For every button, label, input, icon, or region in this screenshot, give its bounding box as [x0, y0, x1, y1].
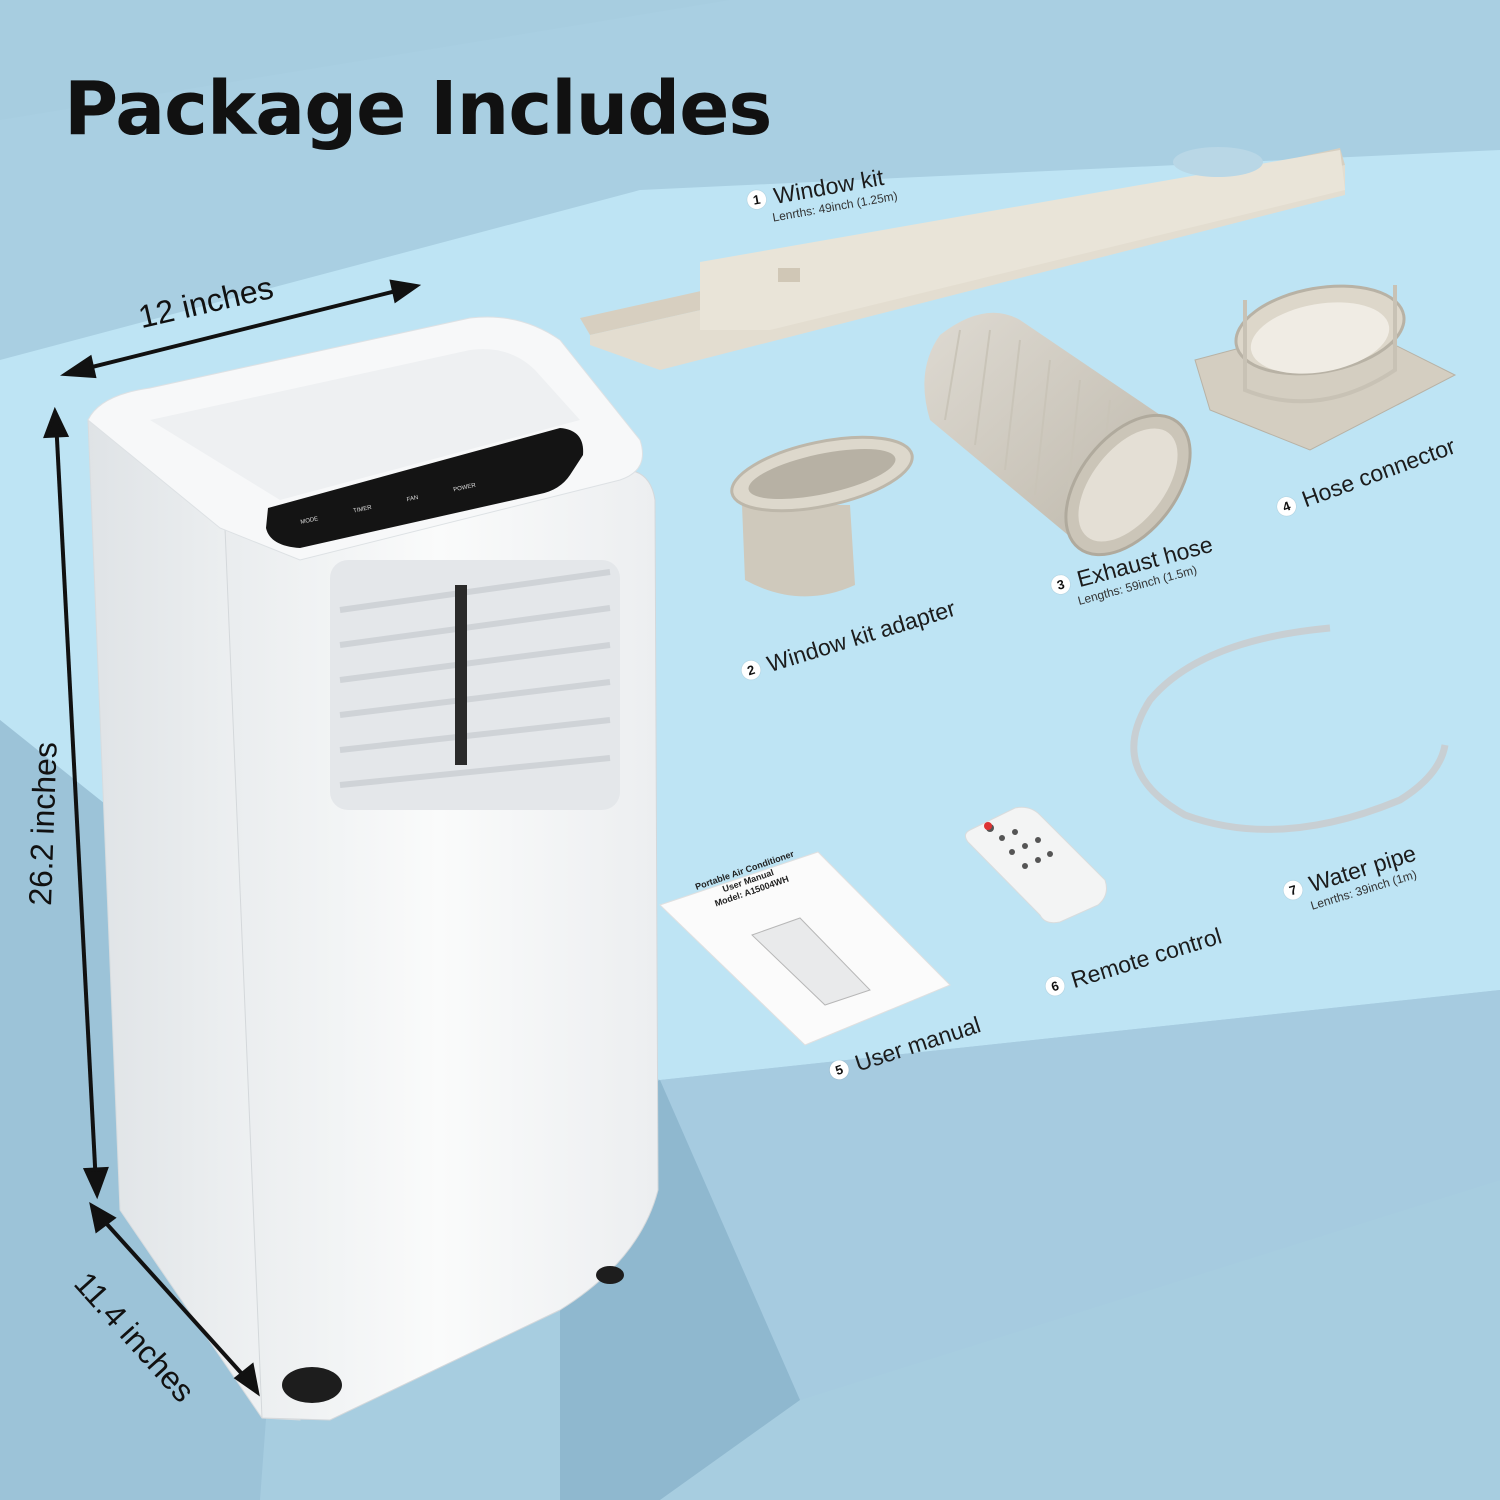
item-number: 3: [1049, 572, 1073, 597]
water-pipe-image: [1130, 624, 1449, 833]
item-number: 7: [1281, 878, 1305, 902]
hose-connector-image: [1194, 284, 1457, 451]
height-dimension-label: 26.2 inches: [22, 741, 64, 907]
wheel: [596, 1266, 624, 1284]
window-kit-image: [580, 147, 1345, 370]
exhaust-hose-image: [924, 312, 1192, 557]
control-panel: [266, 428, 584, 548]
page-title: Package Includes: [64, 66, 772, 152]
wheel: [282, 1367, 342, 1403]
air-grille: [339, 569, 611, 788]
item-number: 6: [1043, 974, 1067, 998]
remote-control-image: [964, 806, 1107, 924]
platform-front: [660, 990, 1500, 1400]
air-conditioner-unit: [87, 316, 659, 1421]
item-number: 2: [739, 658, 763, 682]
window-kit-adapter-image: [730, 435, 914, 597]
dimension-arrows: [43, 279, 422, 1397]
user-manual-image: [659, 851, 951, 1046]
item-number: 1: [745, 188, 768, 211]
